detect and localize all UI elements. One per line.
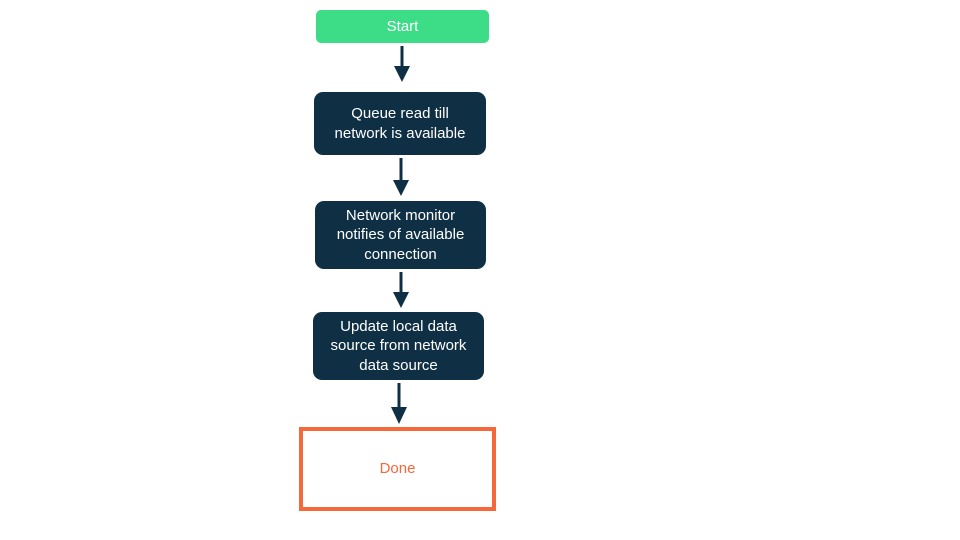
edge-start-to-queue-read (394, 46, 410, 82)
node-queue-read[interactable]: Queue read till network is available (314, 92, 486, 155)
node-update-local-data-source[interactable]: Update local data source from network da… (313, 312, 484, 380)
edge-network-monitor-to-update-local (393, 272, 409, 308)
node-network-monitor[interactable]: Network monitor notifies of available co… (315, 201, 486, 269)
edge-queue-read-to-network-monitor (393, 158, 409, 196)
node-done[interactable]: Done (299, 427, 496, 511)
node-start[interactable]: Start (316, 10, 489, 43)
edge-update-local-to-done (391, 383, 407, 424)
